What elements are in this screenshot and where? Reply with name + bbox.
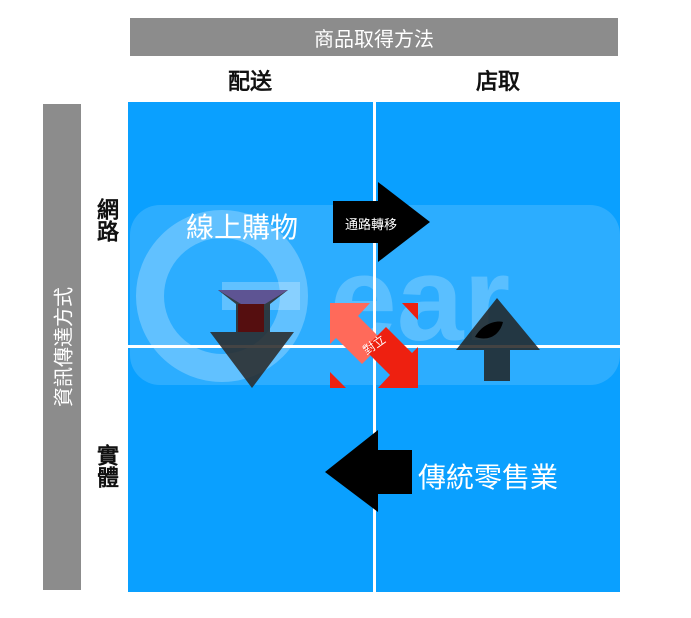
retail-arrow [325, 430, 412, 512]
row-header-online: 網路 [93, 198, 118, 242]
column-header-delivery: 配送 [227, 70, 272, 95]
channel-shift-label: 通路轉移 [345, 218, 398, 233]
up-arrow [456, 298, 540, 381]
channel-shift-arrow [333, 182, 430, 262]
down-arrow [210, 290, 294, 388]
row-header-physical: 實體 [93, 444, 118, 488]
opposition-arrow-right [364, 327, 418, 388]
side-bar: 資訊傳達方式 [43, 104, 81, 590]
header-title: 商品取得方法 [314, 26, 434, 51]
online-shopping-label: 線上購物 [186, 211, 299, 244]
column-header-pickup: 店取 [475, 70, 520, 95]
traditional-retail-label: 傳統零售業 [418, 461, 559, 494]
header-bar: 商品取得方法 [130, 18, 618, 56]
